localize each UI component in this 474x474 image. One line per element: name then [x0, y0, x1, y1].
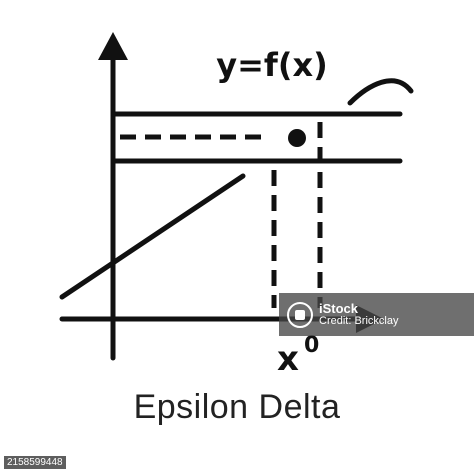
watermark-banner: iStock Credit: Brickclay — [279, 293, 474, 336]
epsilon-delta-diagram: y=f(x) x 0 — [59, 32, 414, 379]
image-id-label: 2158599448 — [4, 456, 66, 469]
function-line — [59, 173, 246, 300]
function-curve — [347, 78, 414, 106]
watermark-credit: Credit: Brickclay — [319, 314, 399, 327]
watermark-brand: iStock — [319, 300, 359, 316]
watermark-text: iStock Credit: Brickclay — [319, 302, 398, 328]
x-label: x — [277, 339, 299, 379]
y-axis-arrow-icon — [98, 32, 128, 60]
x-subscript-label: 0 — [304, 333, 319, 358]
formula-label: y=f(x) — [216, 46, 327, 84]
limit-point — [288, 129, 306, 147]
watermark-logo-icon — [287, 301, 313, 328]
caption-title: Epsilon Delta — [133, 388, 341, 426]
watermark-logo-mark — [295, 309, 305, 320]
